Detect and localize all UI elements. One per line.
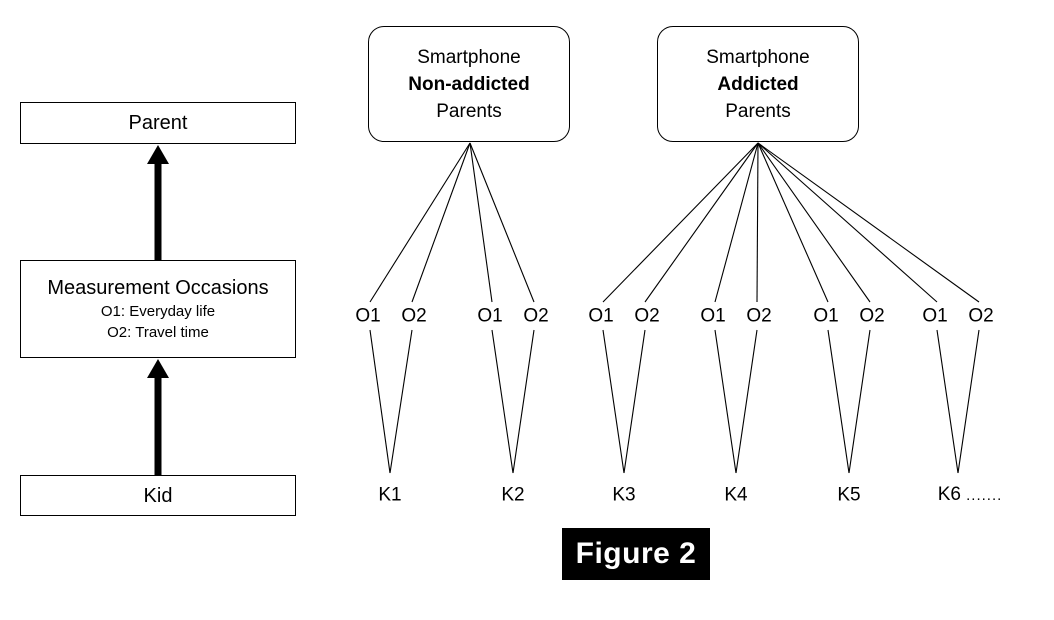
group-addicted-line3: Parents — [725, 100, 791, 122]
fan-line-group-nonaddicted-o1-K2 — [469, 142, 493, 303]
group-nonaddicted-line1: Smartphone — [417, 46, 521, 68]
occasion-label-o2-k5: O2 — [859, 305, 885, 327]
occasion-label-o2-k3: O2 — [634, 305, 660, 327]
link-line-o1-to-k5 — [827, 329, 850, 474]
kid-label-k1: K1 — [378, 484, 402, 506]
occasion-label-o2-k1: O2 — [401, 305, 427, 327]
figure-caption-banner: Figure 2 — [562, 528, 710, 580]
fan-line-group-addicted-o1-K5 — [757, 142, 829, 303]
link-line-o2-to-k4 — [735, 329, 758, 474]
group-addicted-line1: Smartphone — [706, 46, 810, 68]
fan-line-group-nonaddicted-o1-K1 — [369, 142, 471, 303]
kid-label-k3: K3 — [612, 484, 636, 506]
arrow-measurement-to-parent-head — [147, 145, 169, 164]
parent-box: Parent — [20, 102, 296, 144]
fan-line-group-nonaddicted-o2-K1 — [411, 142, 471, 303]
occasion-label-o2-k2: O2 — [523, 305, 549, 327]
occasion-label-o2-k6: O2 — [968, 305, 994, 327]
link-line-o2-to-k1 — [389, 329, 413, 474]
parent-box-label: Parent — [128, 112, 188, 134]
measurement-box-line1: O1: Everyday life — [100, 303, 216, 320]
occasion-label-o1-k1: O1 — [355, 305, 381, 327]
kid-label-k2: K2 — [501, 484, 525, 506]
group-addicted-line2: Addicted — [717, 73, 799, 95]
fan-line-group-addicted-o2-K3 — [644, 142, 759, 303]
occasion-label-o1-k4: O1 — [700, 305, 726, 327]
fan-line-group-addicted-o2-K4 — [756, 142, 759, 303]
measurement-box-line2: O2: Travel time — [107, 324, 209, 341]
kid-label-ellipsis: ....... — [960, 487, 1003, 504]
occasion-label-o1-k5: O1 — [813, 305, 839, 327]
occasion-label-o2-k4: O2 — [746, 305, 772, 327]
link-line-o2-to-k6 — [957, 329, 980, 474]
occasion-label-o1-k2: O1 — [477, 305, 503, 327]
occasion-label-o1-k6: O1 — [922, 305, 948, 327]
group-box-addicted-parents: Smartphone Addicted Parents — [657, 26, 859, 142]
occasion-label-o1-k3: O1 — [588, 305, 614, 327]
link-line-o1-to-k1 — [369, 329, 391, 474]
fan-line-group-nonaddicted-o2-K2 — [469, 142, 535, 303]
kid-box: Kid — [20, 475, 296, 516]
link-line-o2-to-k2 — [512, 329, 535, 474]
group-box-nonaddicted-parents: Smartphone Non-addicted Parents — [368, 26, 570, 142]
link-line-o1-to-k2 — [491, 329, 514, 474]
fan-line-group-addicted-o2-K5 — [757, 142, 871, 303]
link-line-o1-to-k4 — [714, 329, 737, 474]
fan-line-group-addicted-o1-K4 — [714, 142, 759, 303]
kid-label-k6: K6 ....... — [937, 484, 1003, 505]
link-line-o2-to-k5 — [848, 329, 871, 474]
link-line-o1-to-k6 — [936, 329, 959, 474]
measurement-occasions-box: Measurement Occasions O1: Everyday life … — [20, 260, 296, 358]
link-line-o1-to-k3 — [602, 329, 625, 474]
measurement-box-title: Measurement Occasions — [47, 277, 269, 299]
fan-line-group-addicted-o1-K3 — [602, 142, 759, 303]
kid-label-k5: K5 — [837, 484, 861, 506]
arrow-kid-to-measurement-head — [147, 359, 169, 378]
group-nonaddicted-line2: Non-addicted — [408, 73, 530, 95]
fan-line-group-addicted-o1-K6 — [757, 142, 938, 303]
kid-box-label: Kid — [143, 484, 173, 507]
kid-label-k4: K4 — [724, 484, 748, 506]
figure-caption-text: Figure 2 — [575, 537, 697, 570]
group-nonaddicted-line3: Parents — [436, 100, 502, 122]
fan-line-group-addicted-o2-K6 — [757, 142, 980, 303]
link-line-o2-to-k3 — [623, 329, 646, 474]
